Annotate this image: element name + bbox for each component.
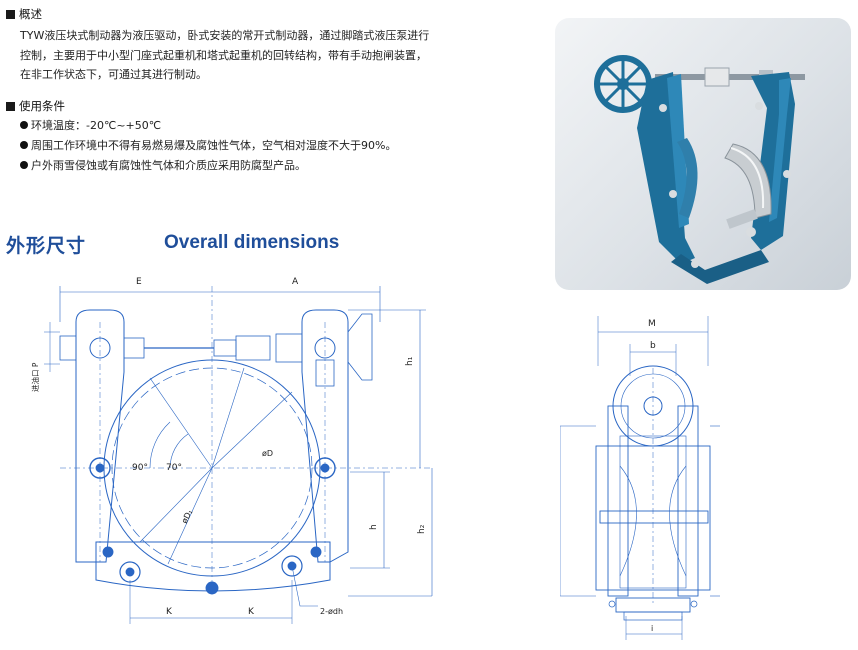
dim-label-E: E bbox=[136, 277, 142, 287]
overview-paragraph: TYW液压块式制动器为液压驱动，卧式安装的常开式制动器，通过脚踏式液压泵进行 控… bbox=[20, 26, 540, 85]
dim-label-K-right: K bbox=[248, 607, 255, 617]
conditions-heading: 使用条件 bbox=[6, 98, 65, 114]
overview-line: 控制，主要用于中小型门座式起重机和塔式起重机的回转结构，带有手动抱闸装置， bbox=[20, 48, 427, 62]
oil-port-label: 进油口 P bbox=[30, 362, 40, 392]
bullet-dot-icon bbox=[20, 121, 28, 129]
bullet-dot-icon bbox=[20, 161, 28, 169]
brake-illustration bbox=[594, 55, 805, 284]
product-photo bbox=[555, 18, 851, 290]
dim-label-i: i bbox=[651, 624, 653, 633]
bullet-dot-icon bbox=[20, 141, 28, 149]
handwheel-icon bbox=[594, 55, 652, 113]
dim-label-K-left: K bbox=[166, 607, 173, 617]
dim-label-A: A bbox=[292, 277, 299, 287]
overview-line: 在非工作状态下，可通过其进行制动。 bbox=[20, 68, 207, 81]
holes-label: 2-ødh bbox=[320, 607, 343, 616]
dim-label-D: øD bbox=[262, 449, 273, 458]
square-bullet-icon bbox=[6, 101, 15, 111]
overview-heading: 概述 bbox=[6, 6, 42, 22]
condition-item: 周围工作环境中不得有易燃易爆及腐蚀性气体，空气相对湿度不大于90%。 bbox=[20, 137, 396, 153]
dim-label-b: b bbox=[650, 341, 656, 351]
front-view-drawing: E A h₁ h h₂ øD øD₁ 90° 70° K K 2-ødh 进油口… bbox=[30, 277, 433, 624]
dimensions-title-cn: 外形尺寸 bbox=[6, 235, 87, 257]
dim-label-h: h bbox=[369, 524, 379, 530]
condition-item: 户外雨雪侵蚀或有腐蚀性气体和介质应采用防腐型产品。 bbox=[20, 157, 306, 173]
square-bullet-icon bbox=[6, 9, 15, 19]
dim-label-M: M bbox=[648, 319, 656, 329]
dimensions-title-en: Overall dimensions bbox=[164, 232, 340, 253]
side-view-drawing: M b i bbox=[560, 316, 720, 640]
dim-label-h1: h₁ bbox=[405, 356, 415, 366]
condition-item: 环境温度：-20℃~+50℃ bbox=[20, 117, 161, 133]
overview-line: TYW液压块式制动器为液压驱动，卧式安装的常开式制动器，通过脚踏式液压泵进行 bbox=[20, 29, 430, 42]
dim-label-h2: h₂ bbox=[417, 524, 427, 534]
angle-label-90: 90° bbox=[132, 463, 148, 473]
angle-label-70: 70° bbox=[166, 463, 182, 473]
